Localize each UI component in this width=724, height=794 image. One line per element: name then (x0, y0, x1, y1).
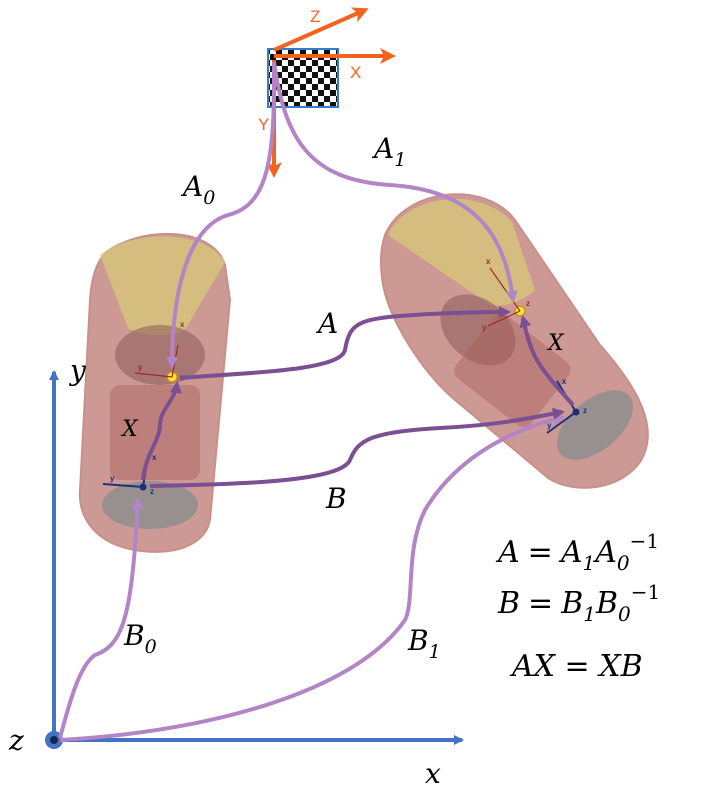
world-z-label: z (8, 724, 24, 757)
right-camera-x-label: x (486, 257, 491, 266)
left-vehicle-x-label: x (152, 453, 157, 462)
label-X-left: X (120, 417, 139, 442)
target-z-axis (273, 7, 369, 52)
target-z-label: Z (310, 7, 320, 26)
equations: A=A1A0−1 B=B1B0−1 AX = XB (495, 529, 660, 684)
right-car-rear-window (556, 390, 634, 460)
left-camera-x-label: y (138, 363, 143, 372)
right-car: x y z x y z (379, 193, 649, 489)
transform-paths (58, 61, 575, 742)
left-camera-y-label: x (180, 320, 185, 329)
equation-A: A=A1A0−1 (495, 529, 659, 575)
world-z-axis-dot (50, 736, 58, 744)
label-B1: B1 (407, 624, 441, 663)
right-vehicle-z-label: z (583, 406, 587, 415)
label-A: A (315, 307, 338, 340)
world-y-label: y (68, 354, 87, 387)
path-B (149, 407, 565, 488)
path-labels: A0 A1 A B X X B0 B1 (120, 132, 565, 663)
right-vehicle-origin (572, 408, 580, 416)
path-B1 (59, 413, 565, 742)
path-A (179, 306, 511, 380)
label-A1: A1 (371, 132, 406, 171)
right-vehicle-x-label: x (562, 377, 567, 386)
right-camera-x-axis (489, 267, 521, 312)
left-camera-fov (100, 236, 225, 336)
right-vehicle-y-label: y (547, 421, 552, 430)
left-vehicle-y-axis (102, 483, 144, 488)
left-car-rear-window (102, 481, 198, 529)
right-car-cabin (454, 313, 571, 428)
left-car-cabin (110, 385, 200, 480)
path-B0 (58, 497, 144, 739)
label-X-right: X (546, 331, 565, 356)
label-A0: A0 (180, 170, 215, 209)
target-x-label: X (350, 63, 361, 82)
equation-AX-XB: AX = XB (509, 649, 643, 684)
world-x-label: x (425, 757, 441, 790)
path-X-left (141, 381, 182, 481)
right-camera-y-label: y (482, 323, 487, 332)
left-vehicle-origin (139, 483, 147, 491)
left-car: x y z y x z (78, 232, 232, 553)
left-car-windshield (115, 325, 205, 385)
path-X-right (519, 315, 575, 407)
left-camera-x-axis (134, 372, 173, 378)
right-camera-y-axis (487, 310, 521, 327)
target-y-label: Y (258, 115, 269, 134)
checkerboard (267, 48, 339, 108)
path-A0 (166, 61, 277, 369)
left-vehicle-y-label: y (110, 474, 115, 483)
world-frame: y x z (8, 354, 464, 790)
path-A1 (272, 61, 518, 303)
label-B0: B0 (123, 619, 157, 658)
right-camera-z-label: z (526, 299, 530, 308)
label-B: B (325, 482, 347, 515)
left-vehicle-z-label: z (150, 487, 154, 496)
equation-B: B=B1B0−1 (497, 580, 660, 626)
